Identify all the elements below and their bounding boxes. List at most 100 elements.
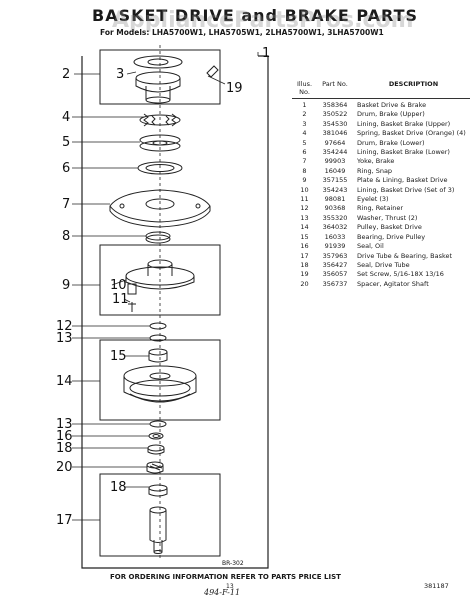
illus-number: 15: [300, 232, 309, 241]
handwritten-note: 494-F-11: [204, 588, 241, 597]
part-description: Spacer, Agitator Shaft: [357, 279, 429, 288]
lower-brake-drum: [139, 134, 181, 152]
callout-1: 1: [262, 46, 270, 61]
part-number: 99903: [324, 157, 346, 166]
group-box-upper-drum: [99, 49, 221, 105]
part-number: 356427: [322, 260, 348, 269]
part-number: 364032: [322, 223, 348, 232]
illus-number: 5: [302, 138, 307, 147]
callout-16: 16: [56, 429, 73, 444]
table-row: 15 16033 Bearing, Drive Pulley: [292, 232, 470, 241]
illus-number: 8: [302, 166, 307, 175]
part-description: Drive Tube & Bearing, Basket: [357, 251, 453, 260]
part-description: Spring, Basket Drive (Orange) (4): [357, 129, 466, 138]
page-number: 13: [226, 583, 234, 590]
part-description: Bearing, Drive Pulley: [357, 232, 426, 241]
part-number: 354243: [322, 185, 348, 194]
illus-number: 14: [300, 223, 309, 232]
callout-19: 19: [226, 81, 243, 96]
snap-ring: [145, 231, 171, 244]
table-row: 7 99903 Yoke, Brake: [292, 157, 470, 166]
assembly-frame: [81, 55, 269, 569]
part-description: Washer, Thrust (2): [357, 213, 418, 222]
drive-springs: [139, 113, 181, 127]
illus-number: 12: [300, 204, 309, 213]
part-description: Ring, Retainer: [357, 204, 404, 213]
illus-number: 20: [300, 279, 309, 288]
part-description: Drum, Brake (Lower): [357, 138, 425, 147]
group-box-drive-tube: [99, 473, 221, 557]
part-description: Lining, Basket Brake (Upper): [357, 119, 451, 128]
part-number: 97664: [324, 138, 346, 147]
callout-12: 12: [56, 319, 73, 334]
part-description: Plate & Lining, Basket Drive: [357, 176, 448, 185]
callout-2: 2: [62, 67, 70, 82]
callout-4: 4: [62, 110, 70, 125]
table-row: 18 356427 Seal, Drive Tube: [292, 260, 470, 269]
part-number: 355320: [322, 213, 348, 222]
table-row: 1 358364 Basket Drive & Brake: [292, 101, 470, 109]
callout-20: 20: [56, 460, 73, 475]
illus-number: 6: [302, 148, 307, 157]
col-description-header: DESCRIPTION: [388, 80, 439, 88]
upper-brake-drum: [133, 55, 183, 104]
callout-3: 3: [116, 67, 124, 82]
thrust-washer-lower: [149, 420, 167, 428]
illus-number: 9: [302, 176, 307, 185]
part-number: 354244: [322, 148, 348, 157]
agitator-shaft-spacer: [146, 461, 164, 474]
part-description: Lining, Basket Brake (Lower): [357, 148, 450, 157]
plate-label: BR-302: [222, 560, 244, 567]
callout-13b: 13: [56, 417, 73, 432]
group-box-pulley: [99, 339, 221, 421]
pulley-bearing: [148, 348, 168, 363]
callout-14: 14: [56, 374, 73, 389]
part-description: Lining, Basket Drive (Set of 3): [357, 185, 455, 194]
part-number: 356737: [322, 279, 348, 288]
part-description: Drum, Brake (Upper): [357, 110, 425, 119]
set-screw-part: [206, 65, 219, 78]
table-row: 5 97664 Drum, Brake (Lower): [292, 138, 470, 147]
callout-13a: 13: [56, 331, 73, 346]
callout-9: 9: [62, 278, 70, 293]
callout-11: 11: [112, 292, 129, 307]
callout-18a: 18: [56, 441, 73, 456]
illus-number: 18: [300, 260, 309, 269]
parts-table-header: Illus. No. Part No. DESCRIPTION: [292, 80, 470, 99]
part-number: 350522: [322, 110, 348, 119]
part-description: Basket Drive & Brake: [357, 101, 427, 109]
part-description: Set Screw, 5/16-18X 13/16: [357, 270, 444, 279]
illus-number: 1: [302, 101, 307, 109]
part-number: 98081: [324, 195, 346, 204]
part-description: Yoke, Brake: [357, 157, 395, 166]
illus-number: 10: [300, 185, 309, 194]
table-row: 14 364032 Pulley, Basket Drive: [292, 223, 470, 232]
drive-tube-seal-lower: [148, 484, 168, 497]
table-row: 12 90368 Ring, Retainer: [292, 204, 470, 213]
part-number: 90368: [324, 204, 346, 213]
retainer-ring: [149, 322, 167, 330]
col-illus-header: Illus. No.: [296, 80, 313, 96]
drive-plate: [125, 259, 195, 295]
part-number: 16033: [324, 232, 346, 241]
callout-8: 8: [62, 229, 70, 244]
callout-6: 6: [62, 161, 70, 176]
part-description: Seal, Drive Tube: [357, 260, 410, 269]
drive-tube: [149, 506, 167, 554]
part-description: Pulley, Basket Drive: [357, 223, 422, 232]
illus-number: 19: [300, 270, 309, 279]
part-number: 358364: [322, 101, 348, 109]
part-number: 357155: [322, 176, 348, 185]
drive-tube-seal-upper: [147, 444, 165, 455]
part-description: Ring, Snap: [357, 166, 393, 175]
illus-number: 7: [302, 157, 307, 166]
